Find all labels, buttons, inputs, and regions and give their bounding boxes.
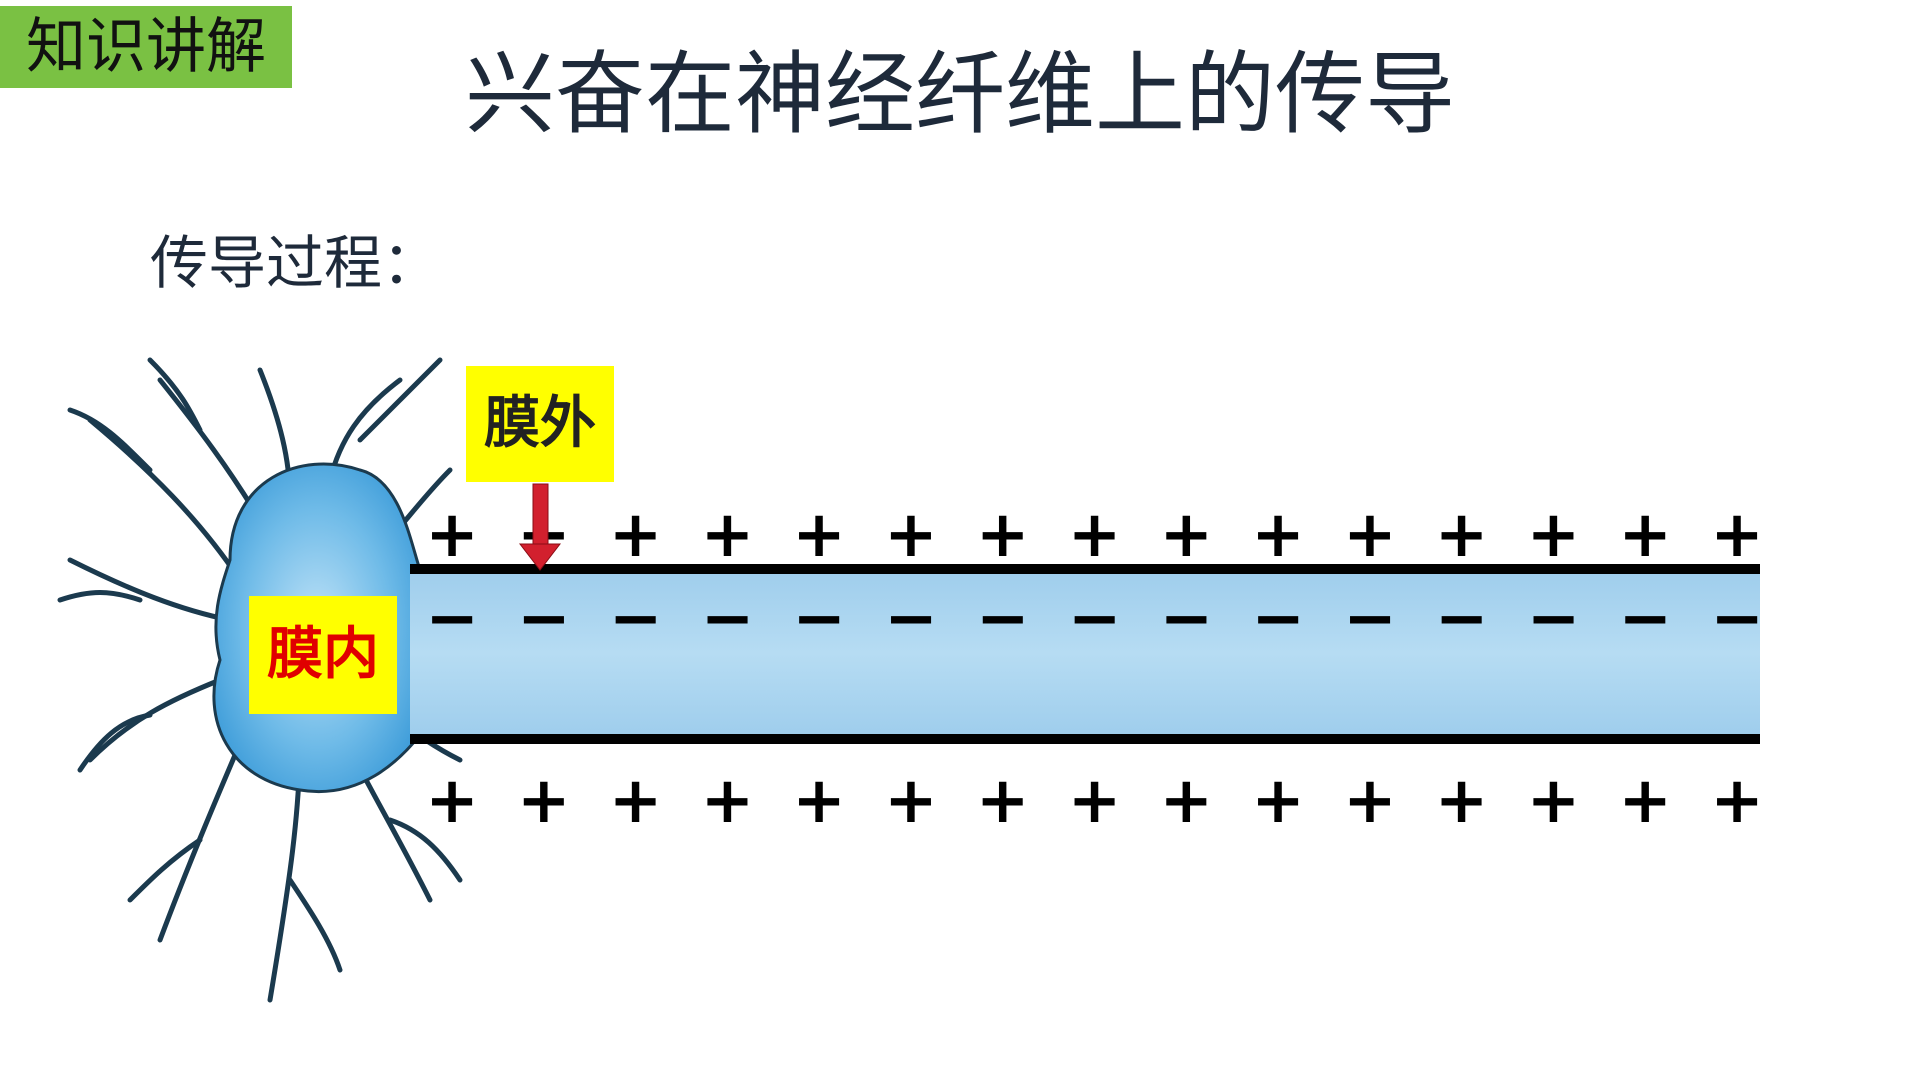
negative-charge: − [1343,582,1397,656]
negative-charge: − [609,582,663,656]
positive-charge: + [701,498,755,572]
positive-charge: + [1251,764,1305,838]
negative-charge: − [1710,582,1764,656]
positive-charge: + [609,498,663,572]
negative-charge: − [1159,582,1213,656]
positive-charge: + [1343,764,1397,838]
positive-charge: + [976,498,1030,572]
positive-charge: + [1435,498,1489,572]
negative-charge: − [1251,582,1305,656]
axon-membrane-bottom [410,734,1760,744]
negative-charge: − [1068,582,1122,656]
positive-charge: + [1068,498,1122,572]
negative-charge: − [976,582,1030,656]
positive-charge: + [1159,764,1213,838]
positive-charge: + [425,498,479,572]
page-title: 兴奋在神经纤维上的传导 [465,42,1455,147]
bottom-outer-charges: + + + + + + + + + + + + + + + [425,764,1764,838]
dendrites [57,357,463,1003]
positive-charge: + [701,764,755,838]
positive-charge: + [609,764,663,838]
positive-charge: + [976,764,1030,838]
positive-charge: + [792,498,846,572]
negative-charge: − [425,582,479,656]
top-outer-charges: +++++++++++++++ [425,498,1764,572]
positive-charge: + [1251,498,1305,572]
positive-charge: + [792,764,846,838]
axon-membrane-top [410,564,1760,574]
axon-body [410,568,1760,738]
positive-charge: + [884,498,938,572]
positive-charge: + [1618,498,1672,572]
subtitle-conduction-process: 传导过程： [150,229,441,297]
membrane-inside-label: 膜内 [249,596,397,714]
positive-charge: + [1618,764,1672,838]
negative-charge: − [884,582,938,656]
positive-charge: + [1068,764,1122,838]
positive-charge: + [1159,498,1213,572]
positive-charge: + [884,764,938,838]
top-inner-charges: −−−−−−−−−−−−−−− [425,582,1764,656]
negative-charge: − [1527,582,1581,656]
section-tag: 知识讲解 [0,6,292,88]
membrane-outside-label: 膜外 [466,366,614,482]
negative-charge: − [701,582,755,656]
positive-charge: + [517,764,571,838]
negative-charge: − [1618,582,1672,656]
positive-charge: + [1710,498,1764,572]
positive-charge: + [1435,764,1489,838]
down-arrow [518,483,562,571]
negative-charge: − [792,582,846,656]
positive-charge: + [425,764,479,838]
positive-charge: + [1343,498,1397,572]
positive-charge: + [1710,764,1764,838]
negative-charge: − [517,582,571,656]
positive-charge: + [1527,498,1581,572]
negative-charge: − [1435,582,1489,656]
positive-charge: + [1527,764,1581,838]
